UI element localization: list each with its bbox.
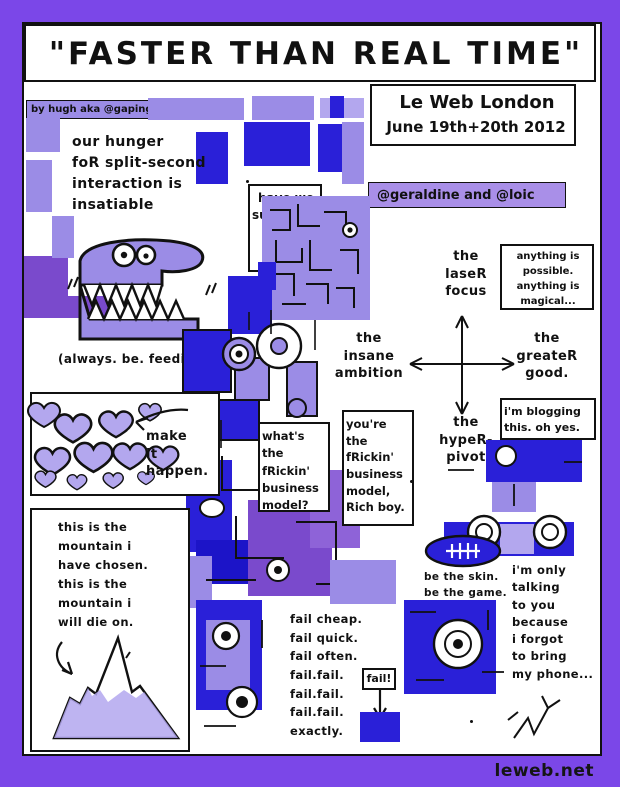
- note-business-model-q: what's the fRickin' business model?: [262, 429, 319, 512]
- doodle-block: [26, 118, 60, 152]
- doodle-block: [500, 524, 534, 554]
- note-fail-tag: fail!: [366, 672, 392, 685]
- doodle-machine-left-bottom: [200, 620, 263, 727]
- doodle-block: [252, 96, 314, 120]
- axis-label-up: the laseR focus: [445, 249, 487, 300]
- hosts-band: @geraldine and @loic: [368, 182, 566, 208]
- event-dates: June 19th+20th 2012: [386, 118, 566, 136]
- arrow-make-it-happen: [135, 408, 189, 431]
- note-business-model-a: you're the fRickin' business model, Rich…: [346, 417, 405, 515]
- event-name: Le Web London: [399, 92, 555, 113]
- axis-cross: [409, 315, 515, 415]
- doodle-block: [342, 122, 364, 184]
- doodle-circuit: [270, 204, 359, 308]
- business-model-question-box: [258, 422, 330, 512]
- monster-creature: [67, 238, 217, 341]
- note-hunger: our hunger foR split-second interaction …: [72, 134, 206, 213]
- hearts-cluster: [26, 401, 180, 491]
- axis-label-down: the hypeR- pivot: [439, 415, 493, 466]
- note-fail: fail cheap. fail quick. fail often. fail…: [290, 612, 363, 738]
- event-box: [370, 84, 576, 146]
- axis-label-left: the insane ambition: [334, 331, 404, 382]
- doodle-block: [26, 160, 52, 212]
- axis-label-right: the greateR good.: [516, 331, 578, 382]
- footer-url: leweb.net: [494, 761, 594, 781]
- business-model-answer-box: [342, 410, 414, 526]
- note-mountain: this is the mountain i have chosen. this…: [58, 520, 149, 629]
- doodle-block: [330, 96, 344, 118]
- doodle-machine-bottom: [410, 610, 504, 681]
- ink-dot: [410, 480, 413, 483]
- note-magical: anything is possible. anything is magica…: [516, 251, 580, 307]
- note-phone: i'm only talking to you because i forgot…: [512, 563, 594, 681]
- doodle-block: [148, 98, 244, 120]
- page-title: "FASTER THAN REAL TIME": [48, 36, 584, 72]
- doodle-block: [318, 124, 342, 172]
- football-icon: [424, 534, 502, 568]
- doodle-block: [24, 256, 68, 302]
- blogging-box: [500, 398, 596, 440]
- doodle-block: [196, 132, 228, 184]
- doodle-block: [330, 560, 396, 604]
- doodle-block: [52, 216, 74, 258]
- ink-dot: [470, 720, 473, 723]
- doodle-block: [262, 196, 370, 320]
- ink-dot: [246, 180, 249, 183]
- doodle-block: [258, 262, 276, 290]
- title-band: [24, 24, 596, 82]
- fail-tag-box: [362, 668, 396, 690]
- doodle-block: [244, 122, 310, 166]
- magical-box: [500, 244, 594, 310]
- note-blogging: i'm blogging this. oh yes.: [504, 405, 581, 434]
- doodle-sparks: [507, 695, 561, 739]
- byline: by hugh aka @gapingvoid: [26, 100, 182, 119]
- note-make-it-happen: make it happen.: [146, 429, 209, 480]
- mountain-drawing: [52, 634, 181, 740]
- doodle-block: [360, 712, 400, 742]
- note-skin-game: be the skin. be the game.: [424, 571, 508, 599]
